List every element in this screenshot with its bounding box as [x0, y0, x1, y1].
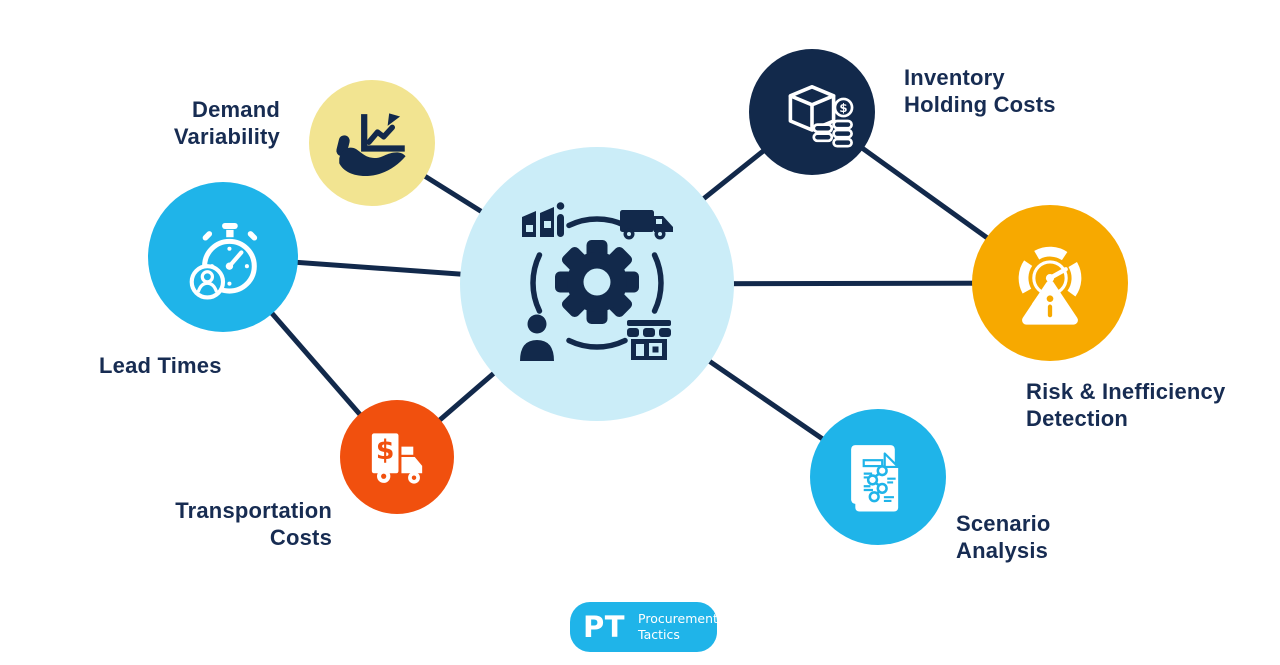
supply-chain-cycle-icon — [520, 202, 673, 361]
procurement-tactics-logo: PT Procurement Tactics — [570, 602, 718, 652]
gauge-warning-icon — [1018, 246, 1082, 325]
factory-glyph — [522, 202, 565, 237]
label-risk-inefficiency-detection: Risk & Inefficiency Detection — [1026, 379, 1226, 431]
node-inventory-holding-costs: $ — [749, 49, 875, 175]
node-scenario-analysis — [810, 409, 946, 545]
logo-name-line2: Tactics — [638, 627, 680, 642]
stopwatch-person-icon — [189, 222, 258, 300]
node-central-supply-chain — [460, 147, 734, 421]
svg-text:$: $ — [839, 101, 847, 115]
person-glyph — [520, 314, 554, 361]
svg-text:$: $ — [376, 435, 395, 466]
node-transportation-costs: $ — [340, 400, 454, 514]
logo-monogram: PT — [583, 610, 626, 644]
store-glyph — [627, 320, 671, 360]
document-flowchart-icon — [851, 445, 900, 512]
node-demand-variability — [309, 80, 435, 206]
label-lead-times: Lead Times — [99, 353, 222, 378]
hand-growth-chart-icon — [336, 113, 406, 177]
logo-name-line1: Procurement — [638, 611, 718, 627]
node-lead-times — [148, 182, 298, 332]
label-transportation-costs: Transportation Costs — [175, 498, 332, 550]
label-demand-variability: Demand Variability — [173, 97, 280, 149]
label-scenario-analysis: Scenario Analysis — [956, 511, 1051, 563]
label-inventory-holding-costs: Inventory Holding Costs — [904, 65, 1056, 117]
truck-dollar-icon: $ — [371, 433, 423, 484]
box-coins-icon: $ — [788, 85, 854, 148]
gear-glyph — [555, 240, 639, 324]
node-risk-inefficiency-detection — [972, 205, 1128, 361]
truck-glyph — [620, 210, 673, 240]
